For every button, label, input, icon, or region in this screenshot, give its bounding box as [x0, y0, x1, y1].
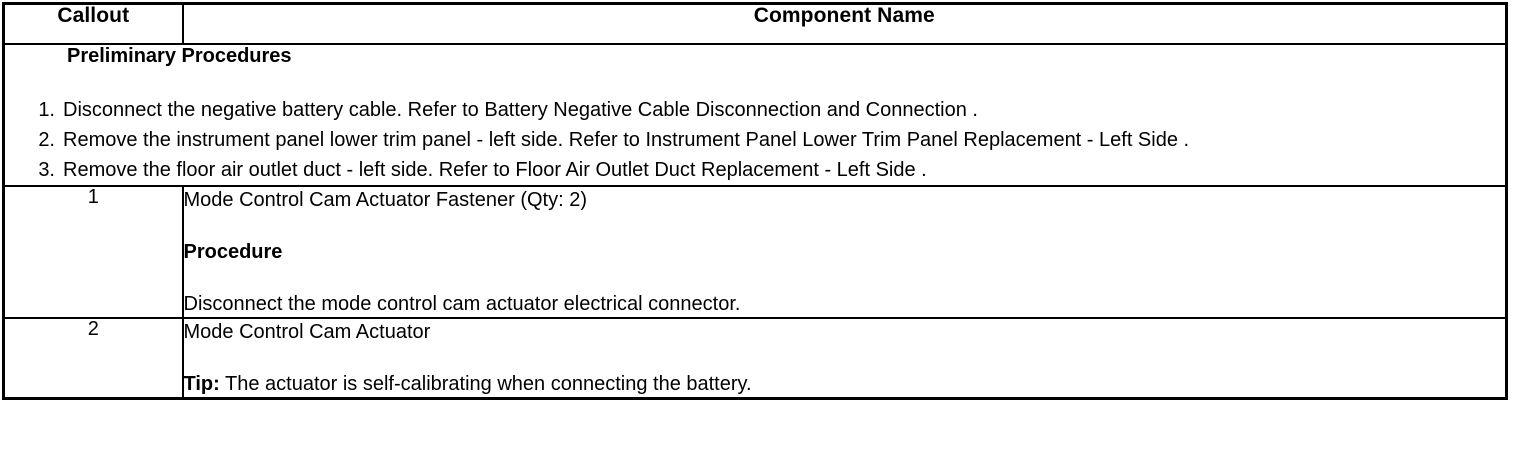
- header-component-name: Component Name: [181, 2, 1508, 45]
- procedure-heading: Procedure: [183, 241, 283, 263]
- list-item-number: 3.: [38, 159, 55, 181]
- header-callout: Callout: [2, 2, 184, 45]
- callout-number: 1: [2, 185, 184, 319]
- list-item: 2. Remove the instrument panel lower tri…: [5, 125, 1505, 155]
- preliminary-procedures-cell: Preliminary Procedures 1. Disconnect the…: [2, 43, 1508, 187]
- component-name-text: Mode Control Cam Actuator: [183, 321, 431, 343]
- tip-line: Tip: The actuator is self-calibrating wh…: [184, 371, 1506, 397]
- list-item-number: 1.: [38, 99, 55, 121]
- component-description-cell: Mode Control Cam Actuator Tip: The actua…: [181, 317, 1508, 400]
- table-row: 2 Mode Control Cam Actuator Tip: The act…: [2, 317, 1508, 400]
- table-row: 1 Mode Control Cam Actuator Fastener (Qt…: [2, 185, 1508, 319]
- list-item-text: Remove the floor air outlet duct - left …: [63, 159, 927, 181]
- preliminary-procedures-row: Preliminary Procedures 1. Disconnect the…: [2, 43, 1508, 187]
- list-item-text: Remove the instrument panel lower trim p…: [63, 129, 1190, 151]
- callout-number: 2: [2, 317, 184, 400]
- preliminary-procedures-title: Preliminary Procedures: [67, 45, 292, 67]
- component-name-text: Mode Control Cam Actuator Fastener (Qty:…: [183, 189, 588, 211]
- table-header-row: Callout Component Name: [2, 2, 1508, 45]
- list-item: 3. Remove the floor air outlet duct - le…: [5, 155, 1505, 185]
- list-item: 1. Disconnect the negative battery cable…: [5, 95, 1505, 125]
- list-item-text: Disconnect the negative battery cable. R…: [63, 99, 978, 121]
- service-procedure-table: Callout Component Name Preliminary Proce…: [2, 2, 1508, 400]
- preliminary-procedures-list: 1. Disconnect the negative battery cable…: [5, 95, 1505, 185]
- list-item-number: 2.: [38, 129, 55, 151]
- procedure-text: Disconnect the mode control cam actuator…: [183, 293, 741, 315]
- tip-body: The actuator is self-calibrating when co…: [225, 373, 752, 395]
- tip-label: Tip:: [183, 373, 220, 395]
- component-description-cell: Mode Control Cam Actuator Fastener (Qty:…: [181, 185, 1508, 319]
